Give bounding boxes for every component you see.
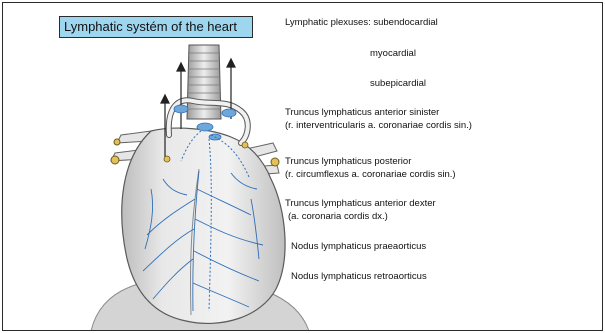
label-truncus-anterior-sinister-note: (r. interventricularis a. coronariae cor… [285,120,472,132]
heart-lymphatics-illustration [81,39,311,331]
label-truncus-posterior: Truncus lymphaticus posterior [285,156,411,168]
label-truncus-anterior-dexter: Truncus lymphaticus anterior dexter [285,198,436,210]
label-subepicardial: subepicardial [370,78,426,90]
label-truncus-anterior-sinister: Truncus lymphaticus anterior sinister [285,107,439,119]
label-myocardial: myocardial [370,48,416,60]
label-nodus-praeaorticus: Nodus lymphaticus praeaorticus [291,241,426,253]
label-truncus-anterior-dexter-note: (a. coronaria cordis dx.) [288,211,388,223]
label-lymphatic-plexuses-subendocardial: Lymphatic plexuses: subendocardial [285,17,438,29]
label-nodus-retroaorticus: Nodus lymphaticus retroaorticus [291,271,427,283]
slide-title: Lymphatic systém of the heart [59,16,253,38]
label-truncus-posterior-note: (r. circumflexus a. coronariae cordis si… [285,169,456,181]
